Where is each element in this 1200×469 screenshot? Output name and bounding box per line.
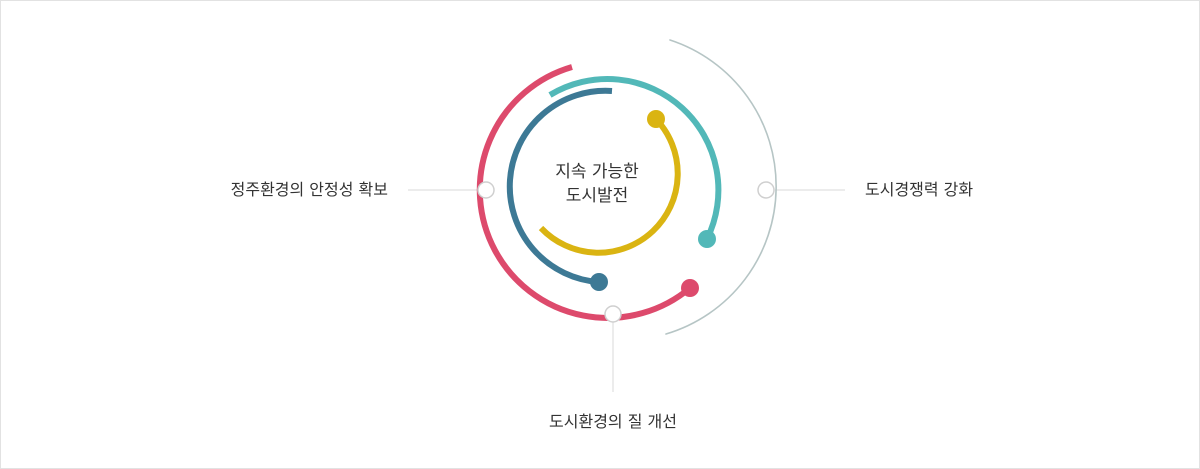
blue-arc [506,87,613,285]
gray-arc [665,39,777,335]
teal-arc [548,76,722,241]
bottom-node [604,305,622,323]
teal-arc-end-dot [698,230,716,248]
blue-arc-end-dot [590,273,608,291]
center-title-line2: 도시발전 [565,186,629,206]
yellow-arc-end-dot [647,110,665,128]
red-arc-end-dot [681,279,699,297]
right-node [757,181,775,199]
goal-label-left: 정주환경의 안정성 확보 [230,180,388,199]
red-arc [476,64,692,321]
goal-label-right: 도시경쟁력 강화 [865,180,974,199]
yellow-arc [538,116,681,256]
left-node [477,181,495,199]
goal-label-bottom: 도시환경의 질 개선 [549,412,677,431]
center-title-line1: 지속 가능한 [555,162,639,182]
center-title: 지속 가능한 도시발전 [532,160,662,208]
